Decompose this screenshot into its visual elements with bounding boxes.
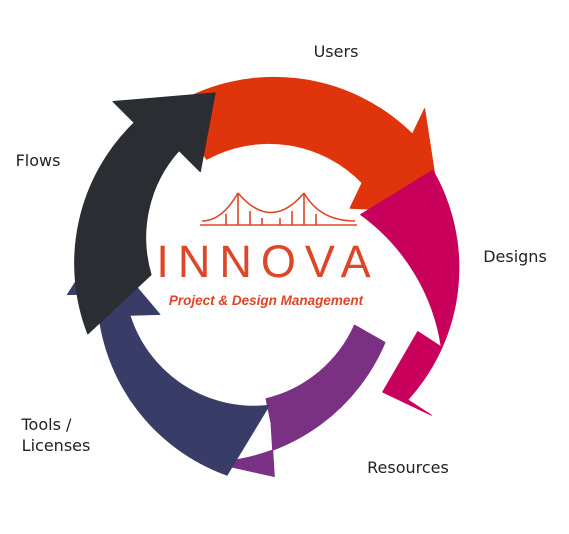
stage-label-users: Users — [314, 42, 359, 61]
stage-label-tools-line2: Licenses — [22, 436, 91, 455]
stage-label-resources: Resources — [367, 458, 449, 477]
bridge-icon — [200, 192, 357, 226]
stage-label-resources-line: Resources — [367, 458, 449, 477]
stage-label-tools-licenses: Tools / Licenses — [21, 415, 91, 455]
stage-label-designs-line: Designs — [483, 247, 547, 266]
stage-label-flows: Flows — [16, 151, 61, 170]
stage-labels: Users Designs Resources Tools / Licenses… — [16, 42, 547, 477]
logo-name: INNOVA — [156, 236, 379, 287]
stage-label-designs: Designs — [483, 247, 547, 266]
stage-label-users-line: Users — [314, 42, 359, 61]
stage-label-flows-line: Flows — [16, 151, 61, 170]
arrow-designs — [360, 169, 460, 416]
arrow-users — [170, 76, 441, 213]
arrow-flows — [74, 92, 216, 335]
stage-label-tools-line1: Tools / — [21, 415, 73, 434]
cycle-arrows — [66, 76, 460, 477]
logo-tagline: Project & Design Management — [169, 293, 364, 308]
innova-logo: INNOVA Project & Design Management — [156, 192, 379, 308]
